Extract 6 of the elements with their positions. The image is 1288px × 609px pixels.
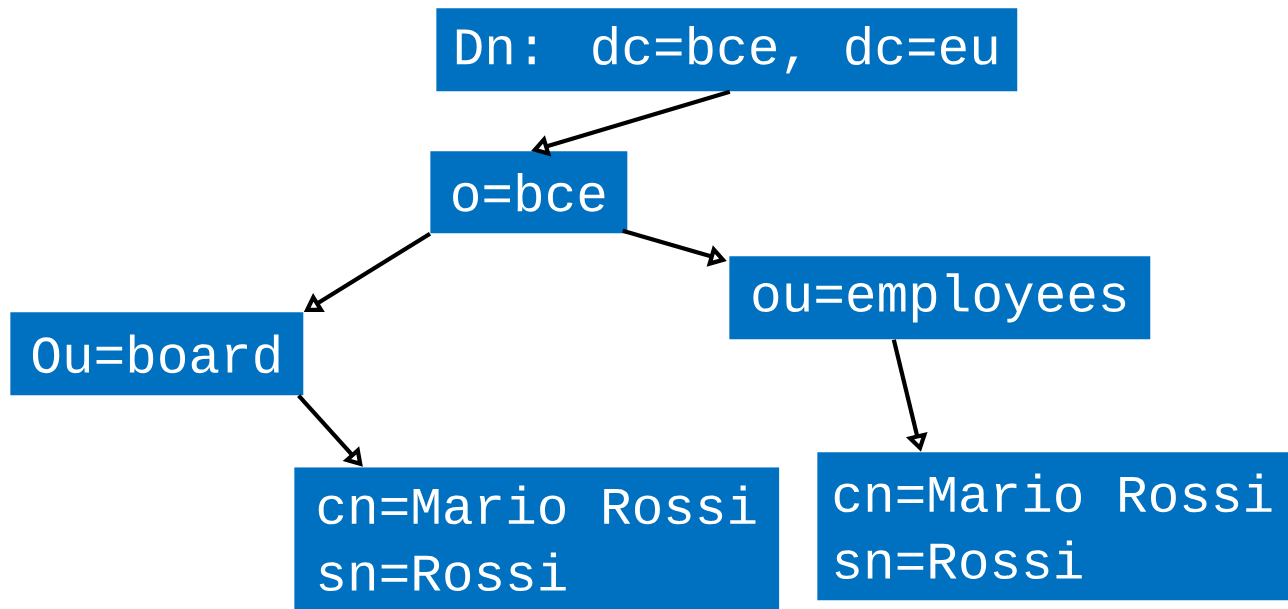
entry-box: o=bce [430,151,628,234]
entry-box: ou=employees [729,256,1151,340]
entry-box: cn=Mario Rossi sn=Rossi [294,467,780,609]
entry-box: cn=Mario Rossi sn=Rossi [817,452,1288,601]
entry-box: Dn: dc=bce, dc=eu [436,8,1018,92]
entry-box: Ou=board [10,312,304,396]
